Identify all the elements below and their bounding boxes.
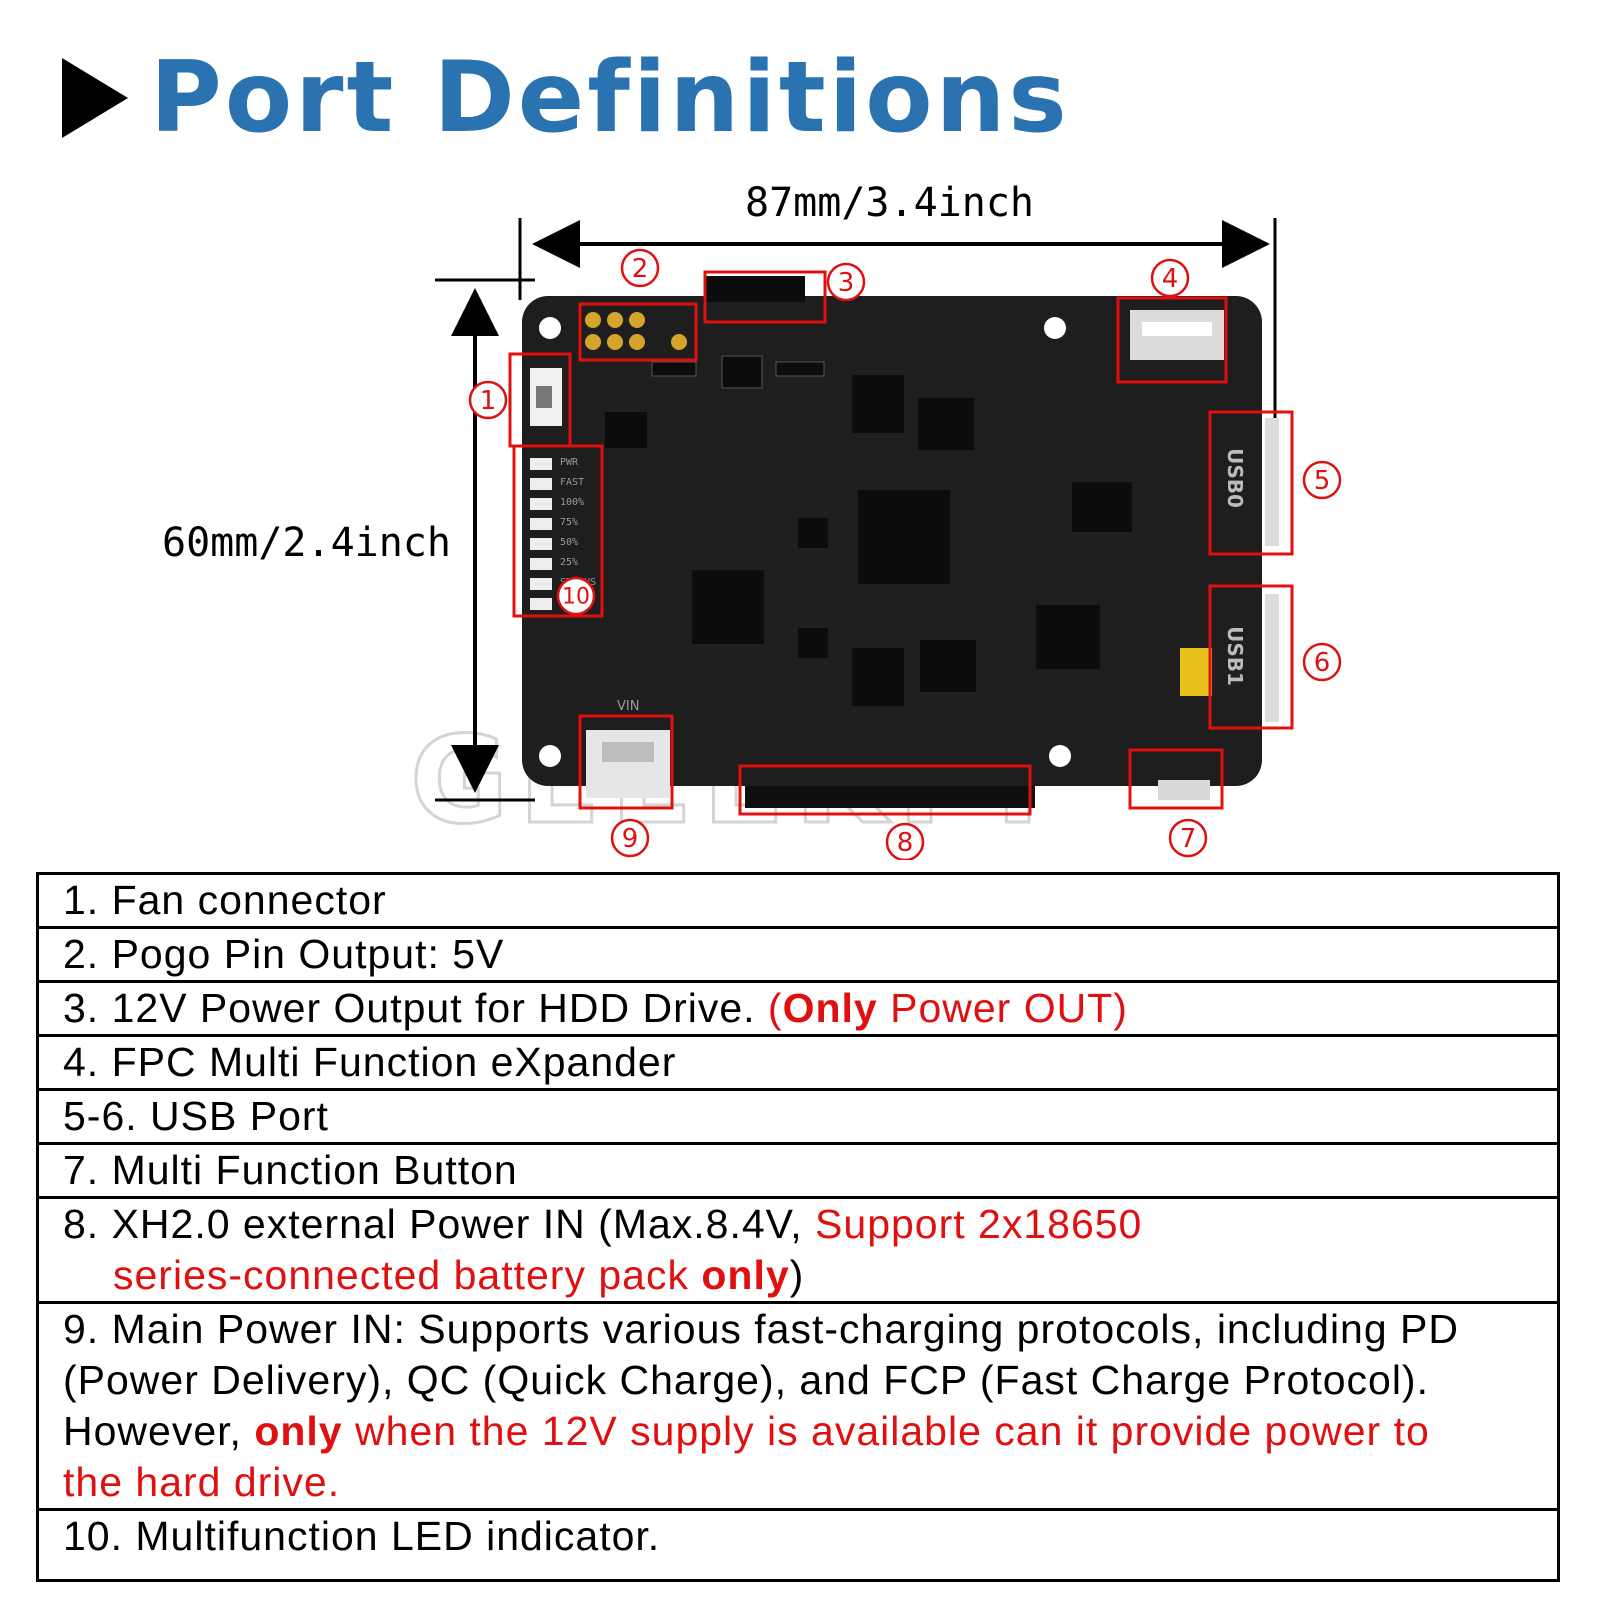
- definition-row-7: 7. Multi Function Button: [39, 1145, 1557, 1199]
- svg-text:PWR: PWR: [560, 457, 579, 468]
- svg-text:25%: 25%: [560, 557, 578, 568]
- port-definitions-table: 1. Fan connector 2. Pogo Pin Output: 5V …: [36, 872, 1560, 1582]
- mount-hole: [539, 745, 561, 767]
- definition-text: 7. Multi Function Button: [63, 1147, 518, 1193]
- main-chip: [858, 490, 950, 584]
- pogo-pins: [585, 312, 687, 350]
- definition-text: 3. 12V Power Output for HDD Drive.: [63, 985, 768, 1031]
- definition-text: However,: [63, 1408, 255, 1454]
- mosfet: [852, 375, 904, 433]
- definition-text: ): [789, 1252, 805, 1298]
- callout-3: 3: [838, 268, 855, 298]
- definition-row-10: 10. Multifunction LED indicator.: [39, 1511, 1557, 1579]
- callout-10: 10: [562, 585, 590, 610]
- component: [775, 361, 825, 377]
- header: Port Definitions: [62, 48, 1070, 148]
- usb-c-port: [586, 730, 670, 798]
- xh-power-connector: [745, 786, 1035, 808]
- mosfet: [920, 640, 976, 692]
- definition-row-2: 2. Pogo Pin Output: 5V: [39, 929, 1557, 983]
- usb0-port: [1265, 418, 1279, 546]
- callout-markers: 1 2 3 4 5 6 7 8 9 10: [468, 248, 1342, 860]
- definition-row-5-6: 5-6. USB Port: [39, 1091, 1557, 1145]
- height-dimension-label: 60mm/2.4inch: [162, 520, 451, 566]
- fpc-slot: [1142, 322, 1212, 336]
- definition-text: (Power Delivery), QC (Quick Charge), and…: [63, 1357, 1429, 1403]
- chip: [1036, 605, 1100, 669]
- definition-text: 9. Main Power IN: Supports various fast-…: [63, 1306, 1460, 1352]
- definition-highlight: Support 2x18650: [815, 1201, 1143, 1247]
- definition-row-1: 1. Fan connector: [39, 875, 1557, 929]
- mosfet: [852, 648, 904, 706]
- usb-c-tongue: [602, 742, 654, 762]
- definition-highlight: series-connected battery pack: [113, 1252, 702, 1298]
- definition-text: 2. Pogo Pin Output: 5V: [63, 931, 505, 977]
- mount-hole: [539, 317, 561, 339]
- callout-5: 5: [1314, 466, 1331, 496]
- definition-row-8: 8. XH2.0 external Power IN (Max.8.4V, Su…: [39, 1199, 1557, 1304]
- component: [651, 361, 697, 377]
- definition-text: 10. Multifunction LED indicator.: [63, 1513, 661, 1559]
- usb1-silkscreen: USB1: [1223, 626, 1247, 686]
- definition-highlight-bold: only: [701, 1252, 790, 1298]
- definition-highlight: the hard drive.: [63, 1459, 341, 1505]
- board-diagram: GEEEKPI PWR FAST 100% 75% 50% 25%: [409, 218, 1342, 860]
- svg-text:75%: 75%: [560, 517, 578, 528]
- arrow-right-icon: [62, 58, 128, 138]
- definition-row-3: 3. 12V Power Output for HDD Drive. (Only…: [39, 983, 1557, 1037]
- usb0-silkscreen: USB0: [1223, 448, 1247, 508]
- definition-text: 5-6. USB Port: [63, 1093, 329, 1139]
- mount-hole: [1049, 745, 1071, 767]
- definition-highlight: Power OUT): [877, 985, 1128, 1031]
- hdd-power-connector: [705, 276, 805, 302]
- definition-highlight: (: [767, 985, 783, 1031]
- svg-text:50%: 50%: [560, 537, 578, 548]
- definition-row-9: 9. Main Power IN: Supports various fast-…: [39, 1304, 1557, 1511]
- definition-row-4: 4. FPC Multi Function eXpander: [39, 1037, 1557, 1091]
- usb1-port: [1265, 594, 1279, 722]
- mount-hole: [1044, 317, 1066, 339]
- callout-boxes: [508, 270, 1294, 816]
- mosfet: [918, 398, 974, 450]
- definition-highlight: when the 12V supply is available can it …: [342, 1408, 1430, 1454]
- callout-1: 1: [480, 386, 497, 416]
- chip: [692, 570, 764, 644]
- fan-connector-socket: [536, 386, 552, 408]
- callout-9: 9: [622, 824, 639, 854]
- page-title: Port Definitions: [150, 41, 1070, 155]
- svg-text:FAST: FAST: [560, 477, 584, 488]
- vin-silkscreen: VIN: [617, 699, 639, 714]
- definition-text: 1. Fan connector: [63, 877, 387, 923]
- definition-highlight-bold: Only: [782, 985, 878, 1031]
- callout-8: 8: [897, 828, 914, 858]
- chip: [798, 518, 828, 548]
- chip: [1072, 482, 1132, 532]
- multi-function-button: [1158, 780, 1210, 800]
- led-column: [530, 458, 552, 610]
- chip: [605, 412, 647, 448]
- chip: [798, 628, 828, 658]
- component: [721, 355, 763, 389]
- callout-6: 6: [1314, 648, 1331, 678]
- yellow-component: [1180, 648, 1212, 696]
- callout-7: 7: [1180, 824, 1197, 854]
- definition-highlight-bold: only: [254, 1408, 343, 1454]
- svg-text:100%: 100%: [560, 497, 584, 508]
- width-dimension-label: 87mm/3.4inch: [745, 180, 1034, 226]
- callout-4: 4: [1162, 264, 1179, 294]
- definition-text: 4. FPC Multi Function eXpander: [63, 1039, 677, 1085]
- callout-2: 2: [632, 254, 649, 284]
- definition-text: 8. XH2.0 external Power IN (Max.8.4V,: [63, 1201, 816, 1247]
